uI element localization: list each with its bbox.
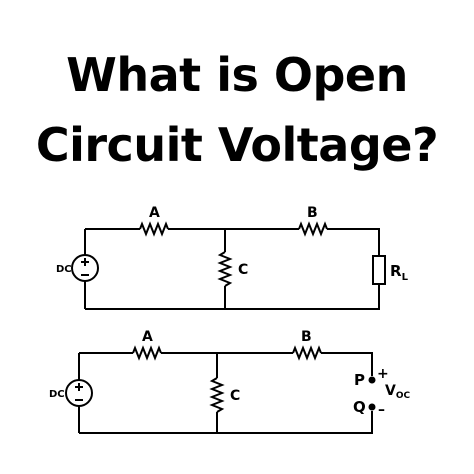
top-component-c-label: C — [238, 262, 248, 278]
bottom-resistor-b — [292, 345, 322, 361]
terminal-q-label: Q — [353, 398, 366, 416]
top-load-label: RL — [390, 262, 409, 283]
top-resistor-b-label: B — [307, 205, 318, 221]
bottom-resistor-b-label: B — [301, 329, 312, 345]
top-source-label: DC — [56, 264, 72, 275]
top-resistor-a — [139, 221, 169, 237]
bottom-resistor-a — [132, 345, 162, 361]
top-dc-source — [71, 254, 99, 282]
terminal-p-label: P — [354, 371, 365, 389]
top-component-c — [217, 251, 233, 287]
top-load-resistor — [372, 255, 386, 285]
bottom-dc-source — [65, 379, 93, 407]
title-line-1: What is Open — [66, 48, 408, 102]
top-resistor-a-label: A — [149, 205, 160, 221]
top-wire-bottom — [85, 284, 380, 310]
minus-label: – — [378, 402, 385, 418]
top-resistor-b — [298, 221, 328, 237]
bottom-source-label: DC — [49, 389, 65, 400]
bottom-wire-bottom — [79, 411, 373, 434]
bottom-component-c-label: C — [230, 388, 240, 404]
bottom-component-c — [209, 377, 225, 413]
circuit-bottom: DC A B C P Q + – VOC — [49, 329, 410, 434]
title-line-2: Circuit Voltage? — [35, 118, 439, 172]
terminal-q-dot — [368, 403, 376, 411]
plus-label: + — [377, 366, 389, 382]
voltage-label: VOC — [385, 383, 410, 401]
bottom-resistor-a-label: A — [142, 329, 153, 345]
bottom-wire-top — [79, 352, 373, 376]
circuit-top: DC A B C RL — [56, 205, 409, 310]
terminal-p-dot — [368, 376, 376, 384]
top-wire-top — [85, 228, 380, 256]
